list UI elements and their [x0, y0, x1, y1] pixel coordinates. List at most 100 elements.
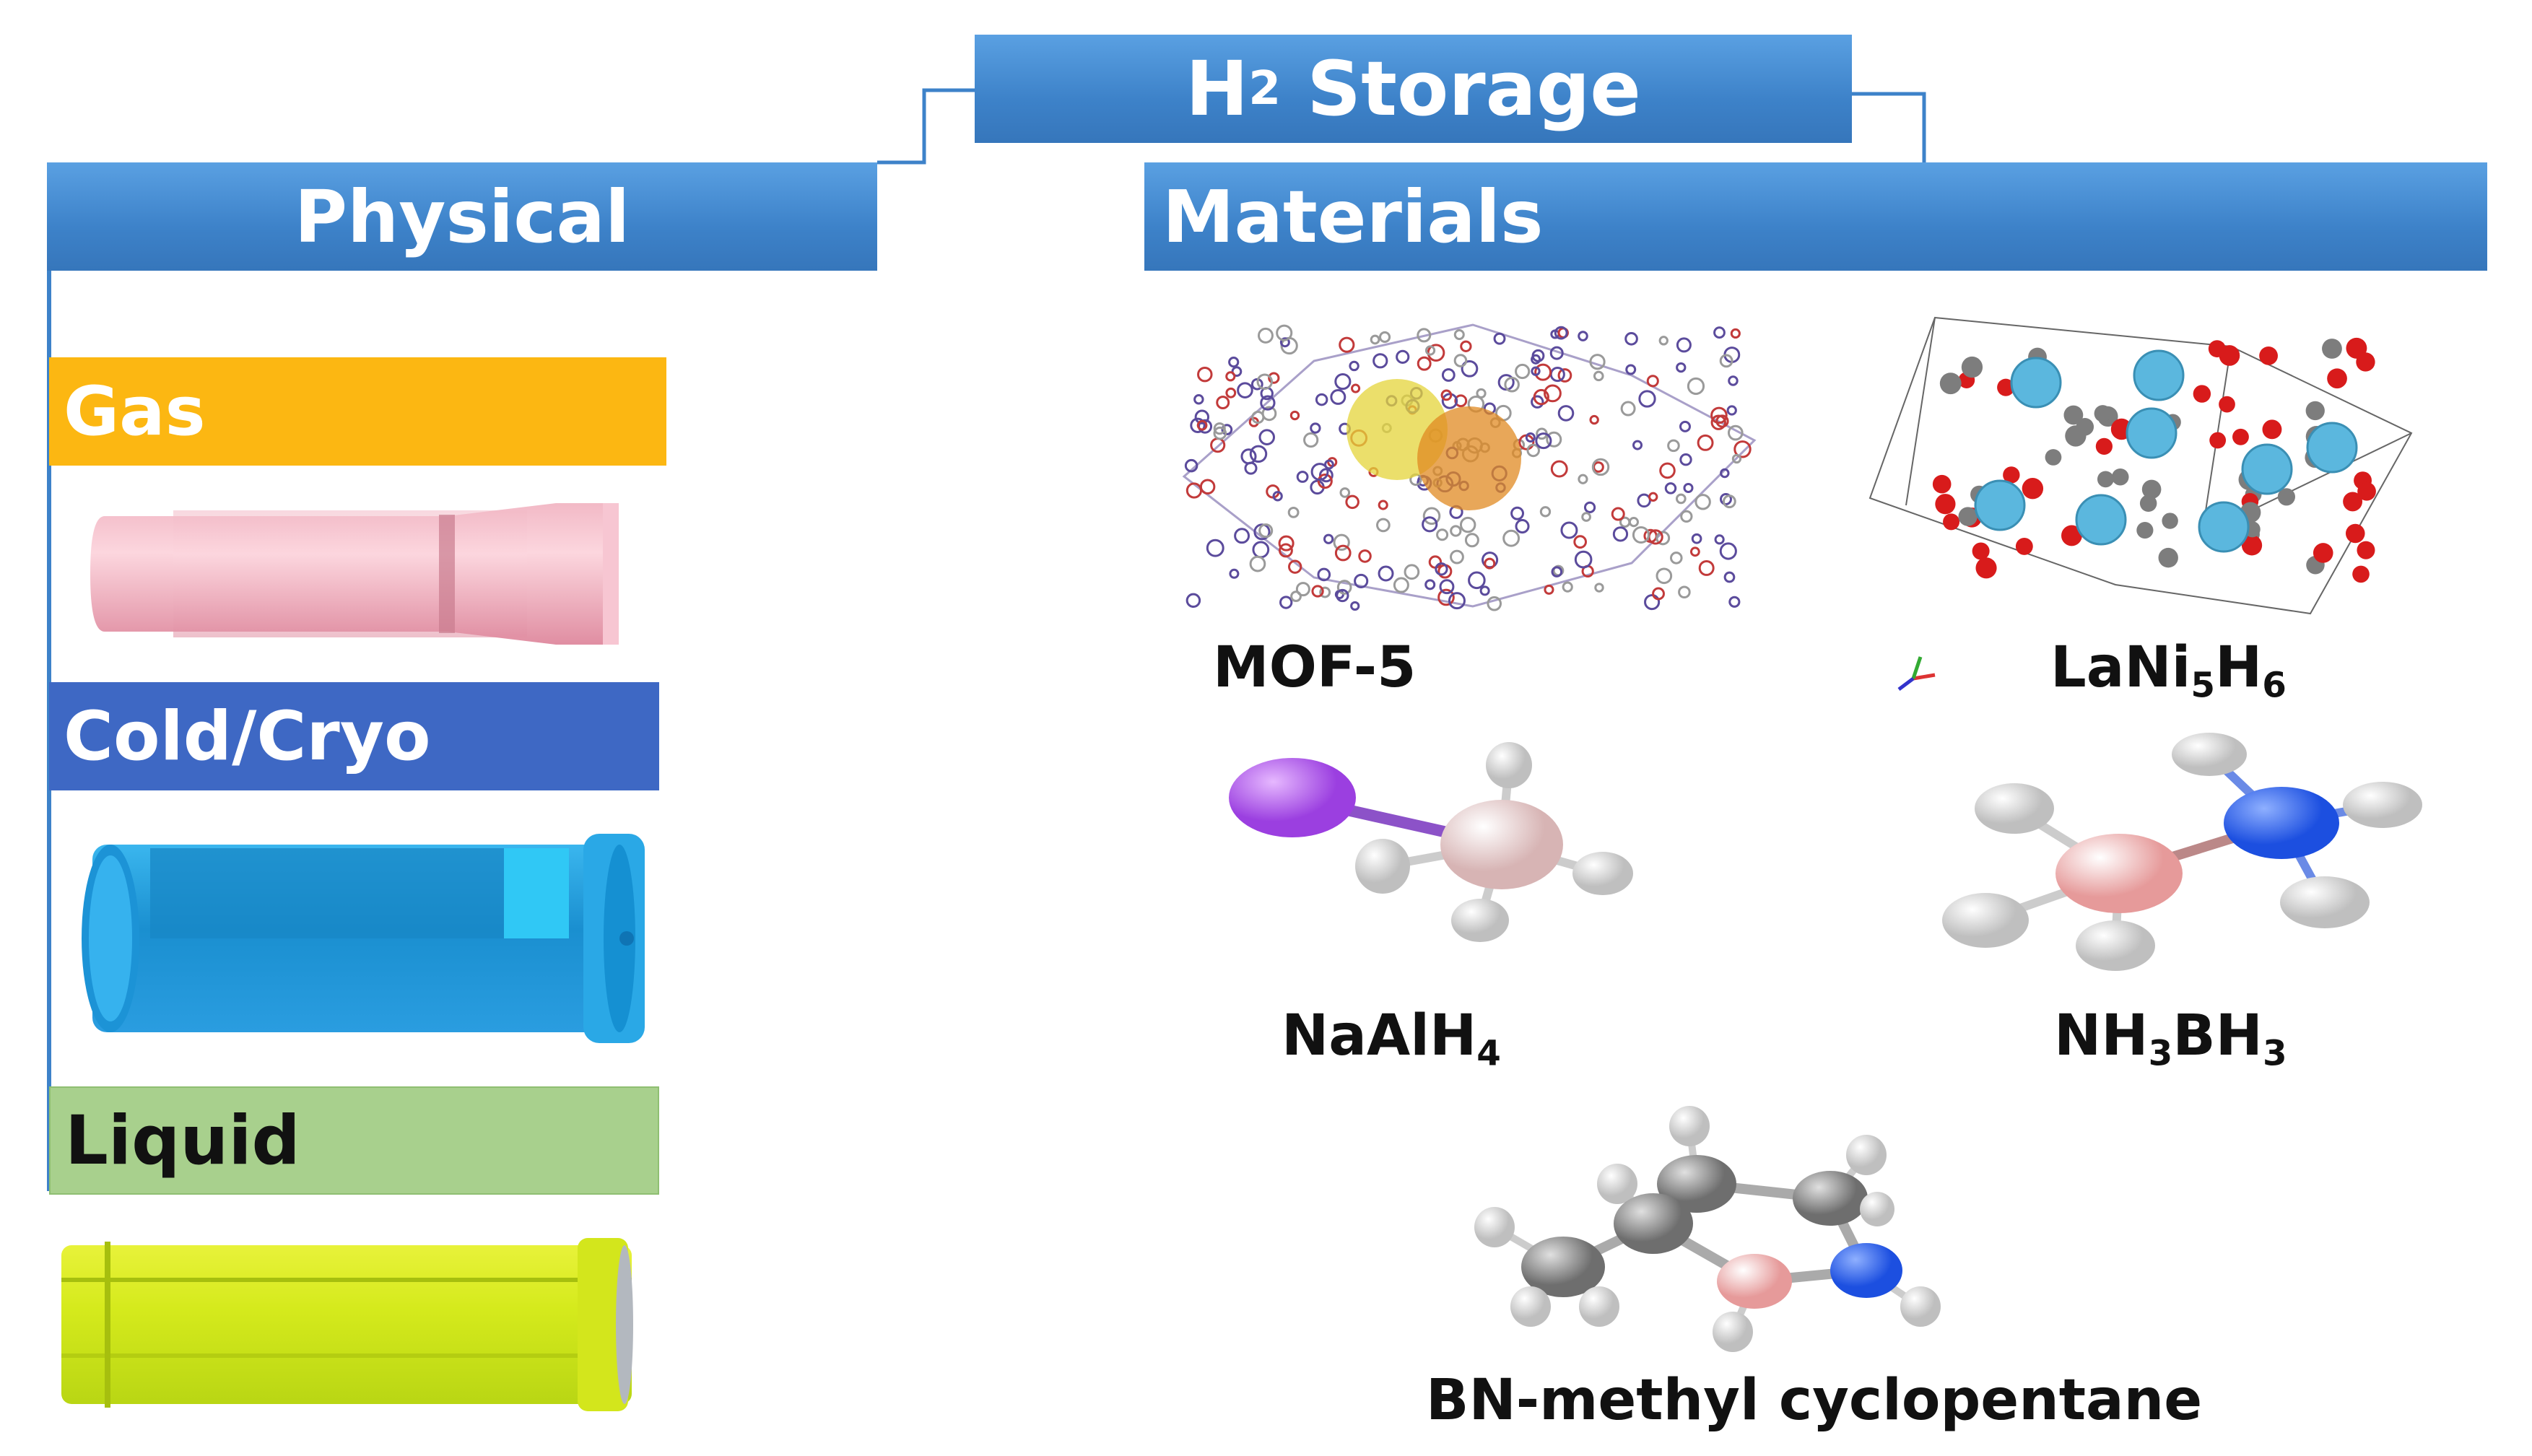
mof5-node: [1249, 555, 1266, 572]
mof5-node: [1396, 349, 1410, 364]
label-nh3bh3-p2: BH: [2172, 1003, 2263, 1068]
lani5h6-atom: [2003, 466, 2020, 484]
lani5h6-atom: [1961, 356, 1983, 378]
lani5h6-atom: [2357, 481, 2376, 501]
mof5-node: [1578, 474, 1588, 484]
lani5h6-atom: [2322, 339, 2342, 359]
mof5-node: [1515, 363, 1531, 380]
mof5-node: [1628, 517, 1639, 528]
mof5-node: [1525, 432, 1536, 443]
mof5-node: [1648, 492, 1658, 502]
axis-triad-icon: [1897, 656, 1936, 691]
lani5h6-atom: [2259, 346, 2278, 365]
mof5-node: [1679, 420, 1691, 432]
mof5-node: [1244, 461, 1258, 475]
mof5-node: [1459, 516, 1476, 533]
lani5h6-atom: [2022, 478, 2044, 500]
mof5-node: [1676, 362, 1687, 373]
gas-tank-image: [90, 503, 619, 645]
mof5-node: [1422, 507, 1441, 526]
mof5-node: [1453, 329, 1465, 341]
mof5-node: [1317, 473, 1333, 489]
lani5h6-atom: [2097, 471, 2114, 488]
mof5-node: [1549, 367, 1565, 383]
mof5-node: [1713, 326, 1726, 339]
mof5-node: [1279, 596, 1293, 609]
lani5h6-atom: [2313, 543, 2333, 563]
physical-header: Physical: [47, 162, 877, 271]
label-nh3bh3-p3: 3: [2262, 1033, 2287, 1074]
lani5h6-atom: [2162, 513, 2178, 529]
label-lani5h6: LaNi5H6: [2050, 635, 2287, 703]
mof5-node: [1272, 491, 1283, 502]
mof5-node: [1675, 493, 1687, 505]
mof5-node: [1393, 577, 1409, 593]
mof5-node: [1453, 354, 1468, 367]
mof5-node: [1581, 512, 1591, 522]
mof5-node: [1310, 463, 1329, 481]
mof5-node: [1287, 506, 1300, 518]
mof5-node: [1435, 562, 1448, 576]
label-bn-methyl-cyclopentane-text: BN-methyl cyclopentane: [1426, 1368, 2203, 1433]
cryo-tank-image: [82, 834, 645, 1043]
mof5-node: [1213, 422, 1226, 435]
mof5-node: [1667, 439, 1680, 453]
mof5-node: [1551, 566, 1563, 577]
mof5-node: [1257, 327, 1274, 344]
mof5-node: [1213, 426, 1227, 440]
mof5-node: [1378, 565, 1394, 582]
mof5-node: [1358, 549, 1372, 563]
mof5-node: [1289, 410, 1300, 421]
lani5h6-atom: [2219, 345, 2240, 366]
mof5-node: [1330, 388, 1347, 405]
mof5-node: [1698, 559, 1715, 576]
mof5-node: [1562, 581, 1573, 593]
mof5-node: [1349, 360, 1359, 372]
lani5h6-atom: [2158, 547, 2178, 568]
mof5-node: [1632, 526, 1650, 544]
mof5-node: [1417, 328, 1432, 343]
lani5h6-structure-image: [1868, 316, 2413, 615]
mof5-node: [1256, 373, 1273, 390]
mof5-node: [1440, 389, 1453, 401]
mof5-node: [1560, 521, 1578, 539]
lani5h6-atom: [2352, 565, 2370, 583]
mof5-node: [1534, 363, 1552, 381]
label-nh3bh3: NH3BH3: [2054, 1003, 2287, 1071]
mof5-node: [1689, 546, 1700, 557]
mof5-node: [1303, 432, 1319, 448]
mof5-node: [1484, 557, 1496, 570]
mof5-node: [1228, 357, 1240, 368]
lani5h6-atom: [1975, 557, 1997, 579]
lani5h6-atom: [1943, 513, 1960, 531]
mof5-node: [1317, 567, 1331, 582]
mof5-node: [1533, 388, 1549, 406]
lani5h6-atom: [2015, 537, 2033, 555]
label-lani5h6-p0: LaNi: [2050, 635, 2191, 700]
mof5-node: [1199, 479, 1216, 494]
mof5-node: [1632, 440, 1643, 450]
mof5-node: [1461, 359, 1479, 378]
mof5-node: [1450, 525, 1462, 537]
mof5-node: [1258, 523, 1274, 539]
mof5-node: [1656, 531, 1671, 546]
lani5h6-atom: [1972, 542, 1990, 560]
mof5-node: [1229, 568, 1240, 579]
mof5-node: [1697, 434, 1714, 451]
mof5-node: [1249, 445, 1268, 463]
lani5h6-atom: [2277, 488, 2295, 506]
label-lani5h6-p3: 6: [2262, 665, 2287, 706]
mof5-node: [1193, 393, 1204, 405]
mof5-node: [1691, 533, 1702, 544]
lani5h6-atom: [2136, 522, 2154, 539]
mof5-node: [1194, 409, 1210, 424]
mof5-node: [1424, 345, 1436, 356]
label-bn-methyl-cyclopentane: BN-methyl cyclopentane: [1426, 1368, 2202, 1433]
lani5h6-atom: [2305, 401, 2325, 421]
mof5-node: [1652, 587, 1665, 601]
header-h: H: [1185, 45, 1249, 133]
mof5-node: [1334, 544, 1352, 562]
mof5-node: [1727, 424, 1744, 441]
mof5-node: [1295, 582, 1310, 597]
